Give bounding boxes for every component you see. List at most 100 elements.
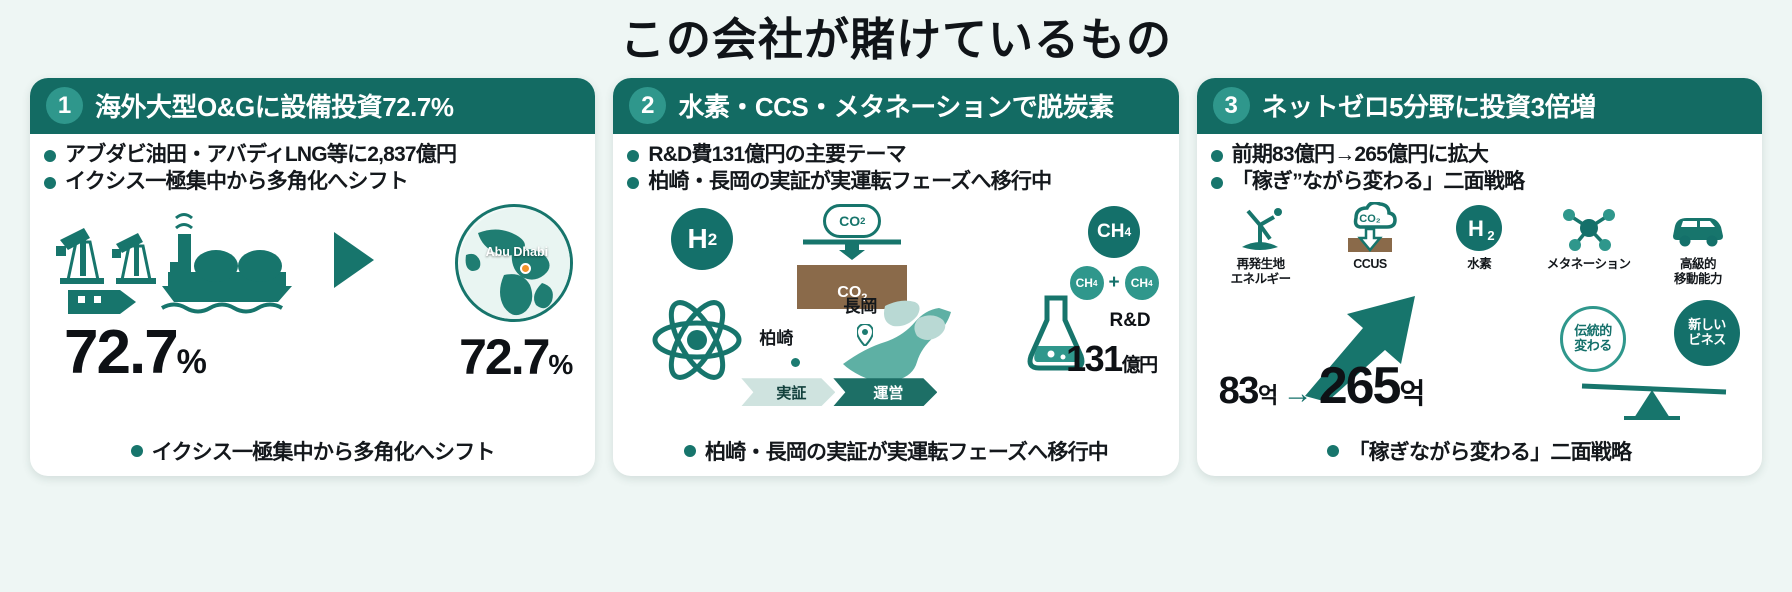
ccus-icon: CO₂: [1342, 202, 1398, 254]
globe-icon: Abu Dhabi: [455, 204, 574, 323]
map-label-kashiwazaki: 柏崎: [759, 329, 794, 349]
card-2-bullet-1-text: R&D費131億円の主要テーマ: [648, 142, 906, 166]
renewable-energy-icon: [1236, 202, 1286, 254]
card-1-bullet-1-text: アブダビ油田・アバディLNG等に2,837億円: [65, 142, 457, 166]
map-shape: [843, 300, 952, 382]
card-1-footer-text: イクシス一極集中から多角化へシフト: [151, 440, 496, 464]
down-arrow-icon: [803, 239, 902, 261]
growth-from: 83억: [1219, 370, 1279, 413]
cloud-co2-sub: 2: [860, 215, 866, 227]
rnd-amount: 131億円: [1066, 338, 1159, 380]
hydrogen-icon: H 2: [1454, 202, 1504, 254]
field-ccus: CO₂ CCUS: [1324, 202, 1416, 287]
card-3-bullet-2: 「稼ぎ”ながら変わる」二面戦略: [1210, 168, 1748, 196]
ch4-left-label: CH: [1075, 276, 1093, 291]
card-1-secondary-stat: 72.7%: [459, 332, 573, 382]
page-title: この会社が賭けているもの: [619, 14, 1172, 65]
growth-to: 265억: [1318, 356, 1426, 416]
bullet-dot-icon: [684, 444, 697, 457]
cards-container: 1 海外大型O&Gに設備投資72.7% アブダビ油田・アバディLNG等に2,83…: [0, 66, 1792, 476]
card-1-bullet-1: アブダビ油田・アバディLNG等に2,837億円: [44, 141, 581, 169]
globe-location-label: Abu Dhabi: [485, 245, 549, 260]
card-1-primary-stat: 72.7%: [64, 322, 207, 384]
h2-symbol: H: [687, 223, 708, 255]
card-1-bullet-2: イクシス一極集中から多角化へシフト: [44, 168, 581, 196]
ch4-left-sub: 4: [1092, 278, 1098, 288]
svg-text:H: H: [1468, 216, 1484, 241]
soil-co2-label: CO: [837, 284, 862, 301]
co2-underground-storage: CO2: [797, 265, 908, 310]
phase-chevron-unei: 運営: [833, 378, 937, 406]
growth-to-value: 265: [1318, 357, 1402, 416]
card-1-secondary-unit: %: [548, 349, 573, 381]
ch4-right-label: CH: [1130, 276, 1149, 291]
balance-bubble-new: 新しい ビネス: [1673, 300, 1740, 367]
bullet-dot-icon: [627, 177, 640, 190]
card-2-footer-bullet: 柏崎・長岡の実証が実運転フェーズへ移行中: [613, 436, 1178, 466]
field-renewable-label: 再発生地 エネルギー: [1230, 257, 1292, 286]
cloud-co2-label: CO: [839, 213, 861, 230]
growth-to-unit: 억: [1399, 378, 1425, 410]
growth-arrow-icon: [1304, 296, 1415, 403]
card-3-bullet-2-text: 「稼ぎ”ながら変わる」二面戦略: [1231, 170, 1525, 194]
field-hydrogen-label: 水素: [1467, 257, 1492, 272]
card-3-body: 前期83億円→265億円に拡大 「稼ぎ”ながら変わる」二面戦略: [1197, 134, 1762, 476]
bullet-dot-icon: [1327, 444, 1340, 457]
dual-strategy-balance: 伝統的 変わる 新しい ビネス: [1554, 300, 1744, 421]
field-hydrogen: H 2 水素: [1433, 202, 1525, 287]
globe-continents: [459, 208, 571, 320]
bullet-dot-icon: [1210, 177, 1223, 190]
bullet-dot-icon: [130, 444, 143, 457]
rnd-unit: 億円: [1121, 355, 1159, 377]
card-1-bullet-2-text: イクシス一極集中から多角化へシフト: [65, 170, 409, 194]
card-1-artwork: Abu Dhabi 72.7% 72.7%: [44, 202, 581, 450]
map-label-nagaoka: 長岡: [843, 297, 878, 317]
field-ccus-label: CCUS: [1353, 257, 1387, 272]
h2-subscript: 2: [707, 229, 718, 249]
rnd-label: R&D: [1109, 310, 1151, 332]
card-1-number: 1: [46, 87, 83, 125]
bullet-dot-icon: [627, 149, 640, 162]
card-1-title: 海外大型O&Gに設備投資72.7%: [95, 92, 454, 123]
growth-arrow-glyph: →: [1282, 377, 1313, 411]
ch4-main-label: CH: [1097, 221, 1125, 243]
field-mobility-label: 高級的 移動能力: [1673, 257, 1723, 286]
mobility-icon: [1669, 202, 1727, 254]
phase-chevron-jissho: 実証: [741, 378, 835, 406]
card-1-footer-bullet: イクシス一極集中から多角化へシフト: [30, 436, 595, 466]
card-3-artwork: 再発生地 エネルギー CO₂ CCUS: [1211, 202, 1748, 450]
bullet-dot-icon: [44, 177, 56, 190]
card-3-header: 3 ネットゼロ5分野に投資3倍増: [1196, 77, 1762, 134]
ch4-right-sub: 4: [1148, 278, 1153, 288]
location-pin-icon: [519, 263, 531, 275]
ch4-main-sub: 4: [1124, 225, 1132, 240]
map-dot-kashiwazaki: [791, 358, 801, 368]
card-2-number: 2: [629, 87, 667, 125]
methanation-icon: [1561, 202, 1617, 254]
oil-and-lng-icons: [56, 213, 292, 315]
card-1-primary-unit: %: [176, 343, 207, 382]
balance-bubble-traditional: 伝統的 変わる: [1559, 306, 1626, 373]
field-renewable: 再発生地 エネルギー: [1215, 202, 1307, 287]
japan-map: 柏崎 長岡: [747, 288, 957, 388]
soil-co2-sub: 2: [861, 292, 868, 305]
card-2-header: 2 水素・CCS・メタネーションで脱炭素: [613, 77, 1179, 134]
scale-icon: [1581, 383, 1727, 421]
plus-icon: +: [1108, 272, 1120, 294]
card-3: 3 ネットゼロ5分野に投資3倍増 前期83億円→265億円に拡大 「稼ぎ”ながら…: [1196, 77, 1762, 476]
map-pin-icon: [857, 324, 874, 347]
card-2-title: 水素・CCS・メタネーションで脱炭素: [678, 92, 1114, 123]
card-1: 1 海外大型O&Gに設備投資72.7% アブダビ油田・アバディLNG等に2,83…: [30, 77, 596, 476]
card-2: 2 水素・CCS・メタネーションで脱炭素 R&D費131億円の主要テーマ 柏崎・…: [613, 77, 1179, 476]
bullet-dot-icon: [44, 149, 56, 162]
card-2-bullet-2-text: 柏崎・長岡の実証が実運転フェーズへ移行中: [648, 170, 1052, 194]
field-methanation-label: メタネーション: [1546, 257, 1631, 272]
card-2-bullet-2: 柏崎・長岡の実証が実運転フェーズへ移行中: [627, 168, 1164, 196]
field-mobility: 高級的 移動能力: [1652, 202, 1744, 287]
